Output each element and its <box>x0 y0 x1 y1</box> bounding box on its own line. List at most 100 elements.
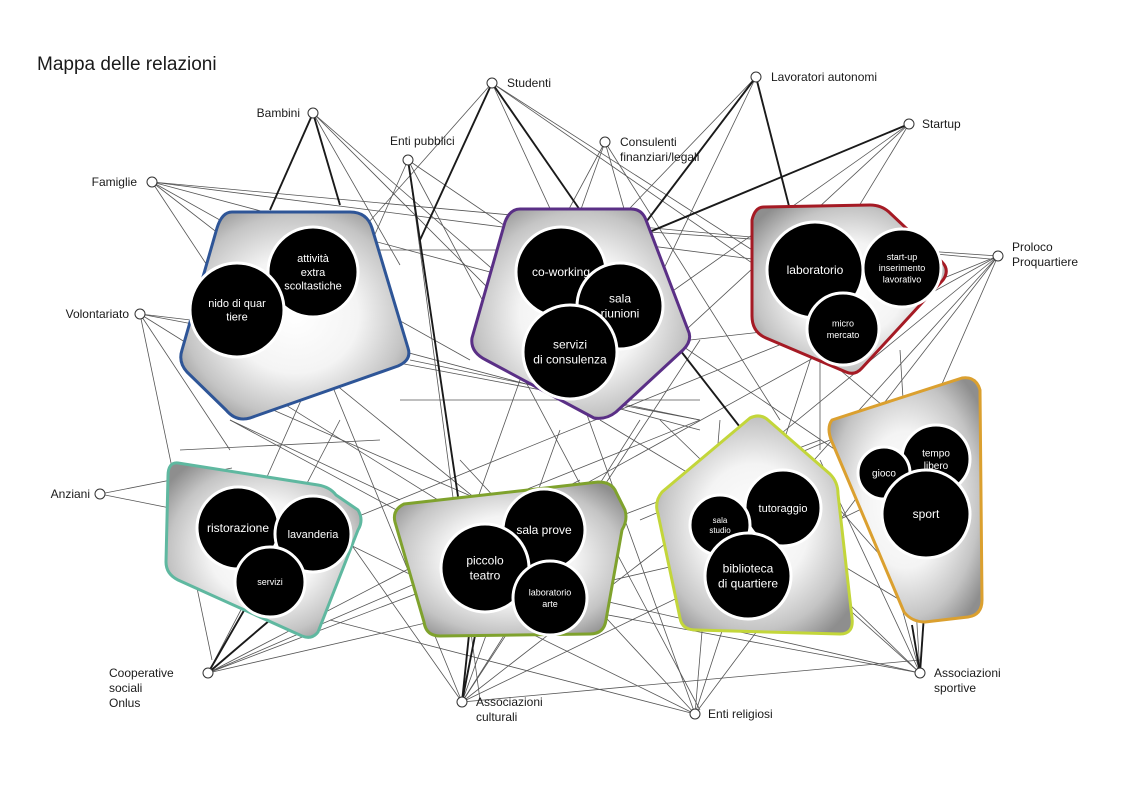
actor-label: culturali <box>476 710 517 724</box>
actor-node-dot[interactable] <box>456 696 468 708</box>
actor-node-dot[interactable] <box>914 667 926 679</box>
actor-node-studenti[interactable]: Studenti <box>486 76 551 90</box>
service-label: lavorativo <box>883 274 922 284</box>
service-label: ristorazione <box>207 521 269 535</box>
connection-line <box>499 419 701 501</box>
actor-label: Cooperative <box>109 666 174 680</box>
service-circle[interactable] <box>861 227 943 309</box>
service-label: sport <box>913 507 940 521</box>
actor-node-dot[interactable] <box>599 136 611 148</box>
actor-node-bambini[interactable]: Bambini <box>257 106 319 120</box>
actor-node-dot[interactable] <box>94 488 106 500</box>
actor-nodes: Studenti Lavoratori autonomiBambiniStartu… <box>51 70 1079 724</box>
connection-line <box>312 112 401 266</box>
connection-line <box>151 181 761 261</box>
service-label: laboratorio <box>787 263 844 277</box>
service-circle[interactable] <box>880 468 972 560</box>
service-label: tempo <box>922 448 950 459</box>
service-circle[interactable] <box>511 559 589 637</box>
actor-node-startup[interactable]: Startup <box>903 117 961 131</box>
service-circle[interactable] <box>233 545 307 619</box>
actor-node-dot[interactable] <box>992 250 1004 262</box>
actor-node-dot[interactable] <box>202 667 214 679</box>
service-label: teatro <box>470 569 501 583</box>
strong-connection-line <box>312 112 341 206</box>
service-circle[interactable] <box>266 225 360 319</box>
actor-node-volontariato[interactable]: Volontariato <box>66 307 146 321</box>
actor-label: Anziani <box>51 487 90 501</box>
diagram-title: Mappa delle relazioni <box>37 54 217 75</box>
service-label: sala <box>609 292 631 306</box>
service-circle[interactable] <box>805 291 881 367</box>
strong-connection-line <box>269 112 314 211</box>
service-circle[interactable] <box>521 303 619 401</box>
connection-line <box>491 82 761 256</box>
actor-node-dot[interactable] <box>307 107 319 119</box>
actor-node-religiosi[interactable]: Enti religiosi <box>689 707 773 721</box>
service-label: attività <box>297 253 330 265</box>
actor-node-dot[interactable] <box>903 118 915 130</box>
service-label: tiere <box>226 312 247 324</box>
service-label: piccolo <box>466 554 504 568</box>
service-group-g3[interactable]: laboratorio start-upinserimentolavorativo… <box>750 203 948 375</box>
strong-connection-line <box>491 82 581 211</box>
actor-label: Enti pubblici <box>390 134 455 148</box>
strong-connection-line <box>679 349 751 441</box>
connection-line <box>599 599 921 674</box>
connection-line <box>249 399 481 501</box>
actor-node-dot[interactable] <box>486 77 498 89</box>
service-label: servizi <box>553 338 587 352</box>
service-label: micro <box>832 319 854 329</box>
actor-node-enti_pubblici[interactable]: Enti pubblici <box>390 134 455 166</box>
service-circle[interactable] <box>273 494 353 574</box>
connection-line <box>407 159 701 711</box>
actor-label: Onlus <box>109 696 140 710</box>
actor-label: sportive <box>934 681 976 695</box>
connection-line <box>329 619 696 715</box>
service-circle[interactable] <box>703 531 793 621</box>
actor-node-famiglie[interactable]: Famiglie <box>92 175 158 189</box>
service-label: di consulenza <box>533 353 607 367</box>
strong-connection-line <box>911 624 921 674</box>
actor-node-dot[interactable] <box>689 708 701 720</box>
actor-node-dot[interactable] <box>146 176 158 188</box>
actor-label: Enti religiosi <box>708 707 773 721</box>
connection-line <box>461 659 921 703</box>
actor-node-dot[interactable] <box>750 71 762 83</box>
actor-node-dot[interactable] <box>134 308 146 320</box>
actor-label: Volontariato <box>66 307 130 321</box>
actor-label: Studenti <box>507 76 551 90</box>
service-label: laboratorio <box>529 588 572 598</box>
actor-label: Associazioni <box>476 695 543 709</box>
service-label: riunioni <box>601 307 640 321</box>
actor-label: finanziari/legali <box>620 150 699 164</box>
service-label: start-up <box>887 252 918 262</box>
actor-node-anziani[interactable]: Anziani <box>51 487 106 501</box>
service-label: sala <box>713 516 728 525</box>
actor-node-dot[interactable] <box>402 154 414 166</box>
actor-label: sociali <box>109 681 142 695</box>
service-label: co-working <box>532 265 590 279</box>
service-label: servizi <box>257 577 283 587</box>
actor-node-lavoratori[interactable]: Lavoratori autonomi <box>750 70 877 84</box>
service-circle[interactable] <box>188 261 286 359</box>
service-label: inserimento <box>879 263 926 273</box>
service-label: gioco <box>872 469 896 480</box>
connection-line <box>139 313 231 451</box>
strong-connection-line <box>407 159 461 511</box>
service-label: extra <box>301 267 326 279</box>
service-label: arte <box>542 599 558 609</box>
strong-connection-line <box>207 599 251 674</box>
